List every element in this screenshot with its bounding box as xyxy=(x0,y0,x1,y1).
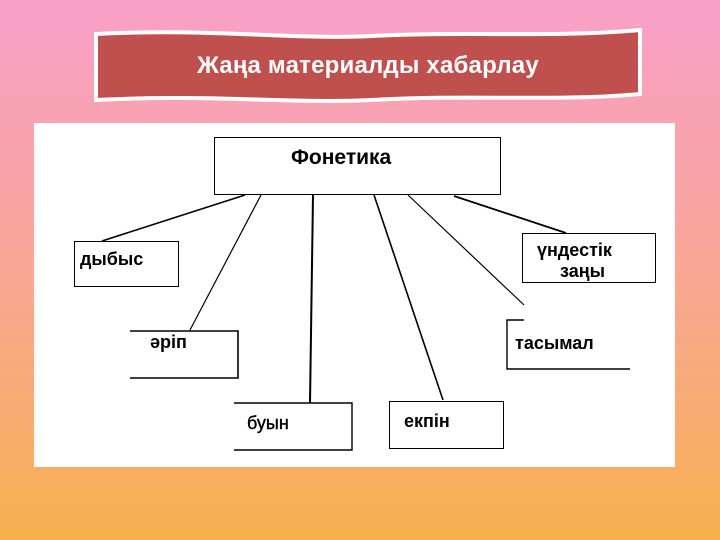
connector-ekpin xyxy=(373,194,444,401)
connector-tasymal xyxy=(407,194,525,306)
node-label: буын xyxy=(247,413,289,433)
node-fonetika: Фонетика xyxy=(214,137,501,195)
node-label-line2: заңы xyxy=(560,261,605,281)
connector-undestik xyxy=(453,195,567,234)
connector-dybys xyxy=(101,194,246,242)
node-label-line1: үндестік xyxy=(537,240,612,260)
node-undestik-zany: үндестік заңы xyxy=(522,233,656,283)
page-title: Жаңа материалды хабарлау xyxy=(197,52,539,79)
node-label: дыбыс xyxy=(80,249,144,269)
node-label: әріп xyxy=(150,332,187,352)
node-buyn: буын xyxy=(234,403,352,450)
tasymal-box-outline xyxy=(506,319,630,370)
node-ekpin: екпін xyxy=(389,401,504,449)
ribbon-shape xyxy=(94,28,642,103)
node-label: екпін xyxy=(404,411,450,431)
connector-buyn xyxy=(309,194,314,404)
connector-erip xyxy=(189,194,262,331)
diagram-panel xyxy=(34,123,675,467)
buyn-box-outline xyxy=(234,402,353,451)
node-label: тасымал xyxy=(515,333,594,353)
erip-box-outline xyxy=(130,330,239,379)
node-dybys: дыбыс xyxy=(74,241,179,287)
title-banner: Жаңа материалды хабарлау xyxy=(92,28,644,104)
node-erip: әріп xyxy=(130,331,238,378)
node-tasymal: тасымал xyxy=(507,320,631,369)
node-label: Фонетика xyxy=(291,146,392,169)
